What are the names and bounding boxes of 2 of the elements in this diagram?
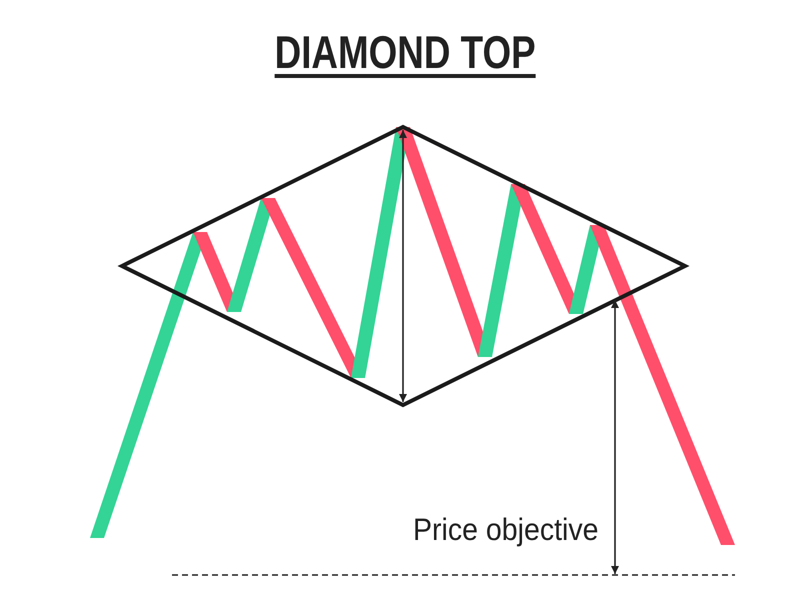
title: DIAMOND TOP [274, 26, 536, 78]
price-objective-label: Price objective [413, 513, 598, 547]
